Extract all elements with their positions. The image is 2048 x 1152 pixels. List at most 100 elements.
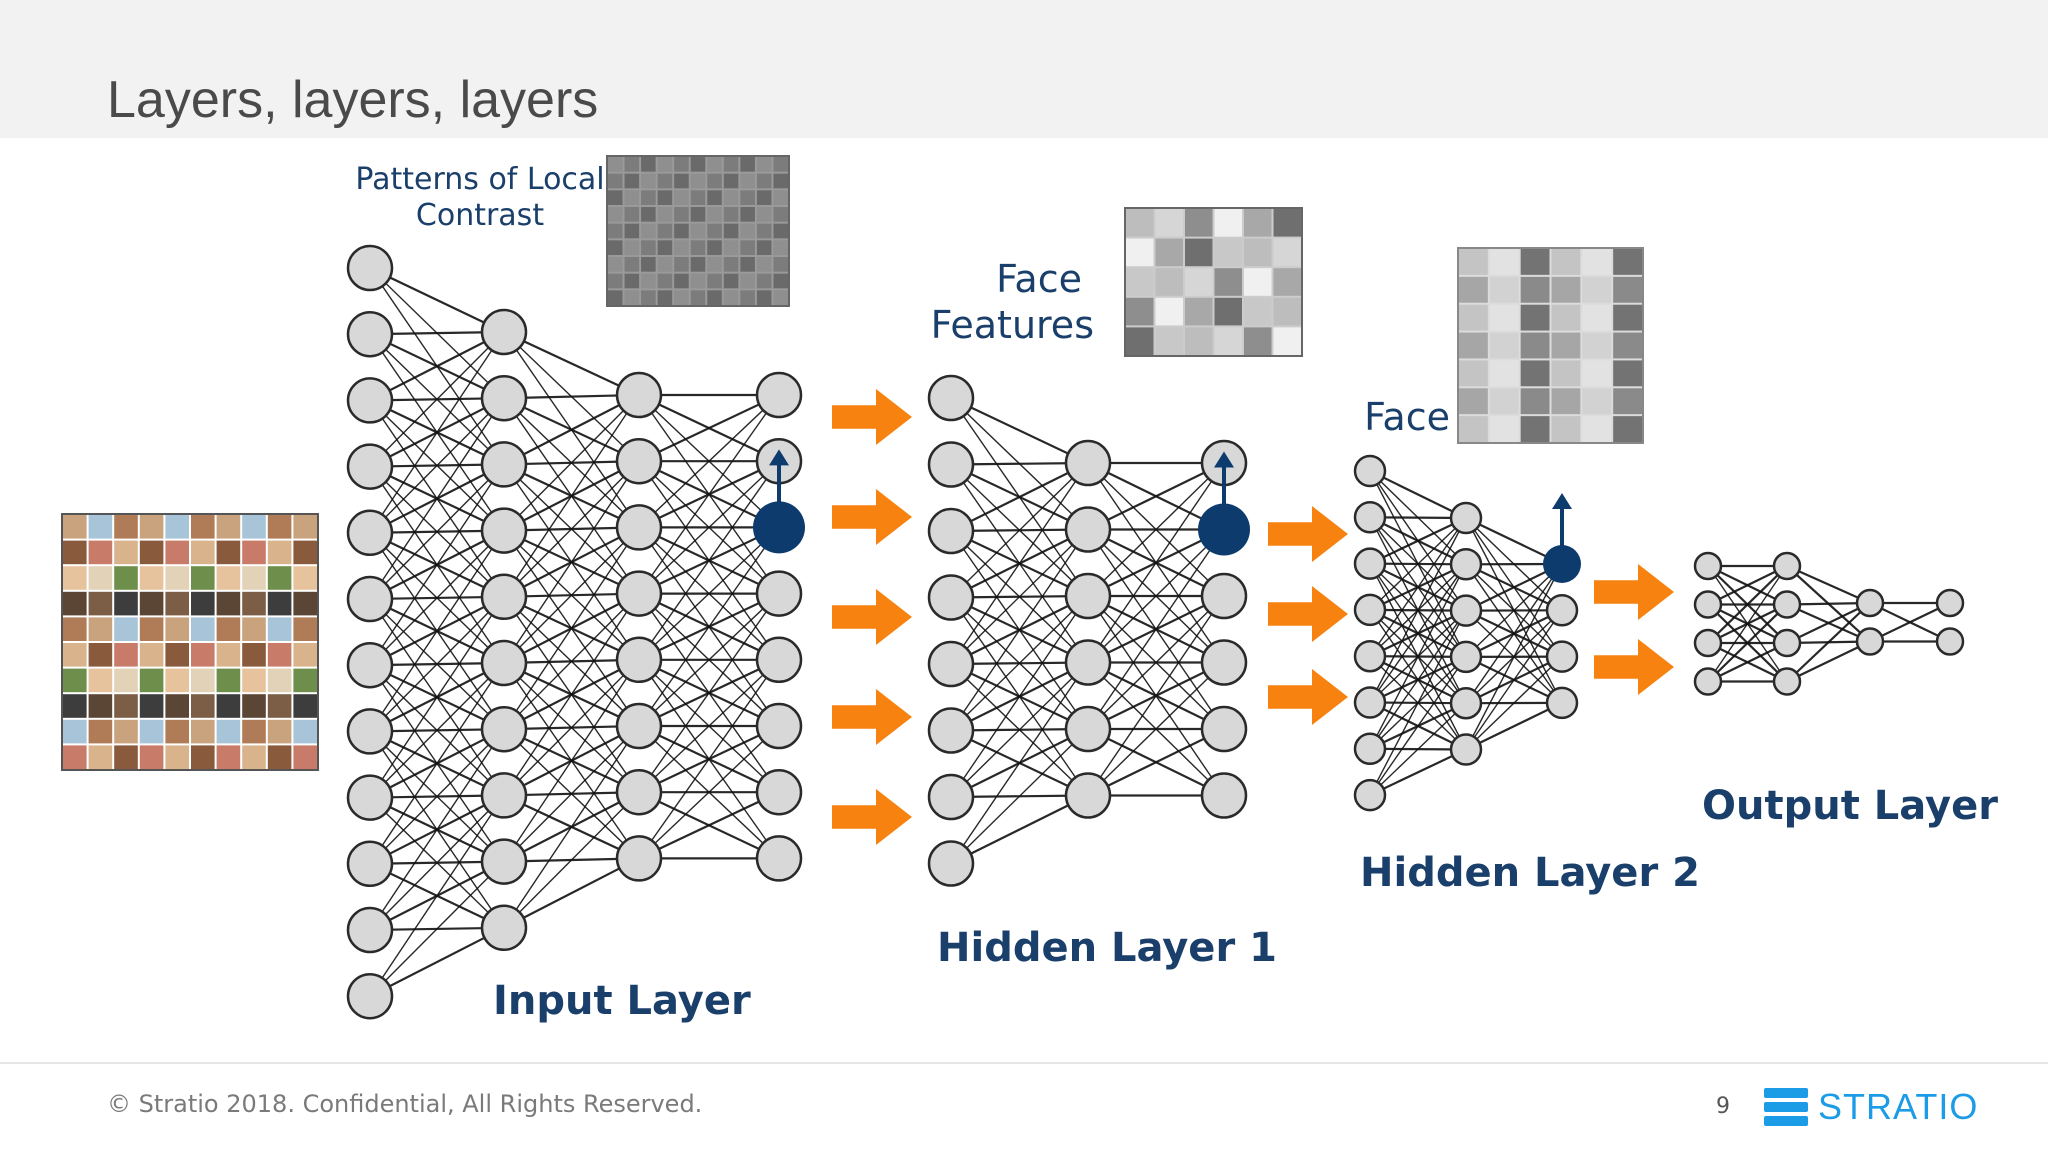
neuron <box>346 641 394 689</box>
image-tile <box>114 719 138 744</box>
image-tile <box>674 207 689 222</box>
neuron <box>1935 627 1965 656</box>
neuron <box>346 443 394 490</box>
image-tile <box>216 617 241 641</box>
face-feature-filters <box>1124 207 1303 357</box>
connection <box>1369 610 1467 750</box>
image-tile <box>165 719 189 744</box>
neuron <box>1353 501 1387 534</box>
image-tile <box>216 591 241 616</box>
connection <box>503 527 640 730</box>
connection <box>950 595 1089 798</box>
neuron <box>480 573 528 621</box>
connection <box>369 728 505 865</box>
neuron <box>480 772 528 819</box>
image-tile <box>657 190 673 205</box>
image-tile <box>293 643 317 667</box>
image-tile <box>139 643 164 667</box>
image-tile <box>723 273 739 289</box>
neuron <box>927 507 975 555</box>
connection <box>369 331 505 468</box>
image-tile <box>756 207 772 222</box>
connection <box>1707 642 1788 683</box>
image-tile <box>216 694 241 718</box>
connection <box>369 397 505 600</box>
connection <box>1465 563 1563 658</box>
image-tile <box>707 273 722 289</box>
image-tile <box>1126 297 1154 326</box>
image-tile <box>1551 332 1581 359</box>
connection <box>503 593 640 730</box>
connection <box>1707 565 1788 644</box>
connection <box>503 460 640 664</box>
neuron <box>615 768 663 816</box>
neuron <box>615 371 663 419</box>
connection <box>503 659 640 796</box>
orange-arrow <box>1594 564 1674 620</box>
orange-arrow <box>832 389 912 445</box>
image-tile <box>191 617 215 641</box>
image-tile <box>690 173 706 189</box>
image-tile <box>165 591 189 616</box>
image-tile <box>267 719 292 744</box>
connection <box>369 728 505 931</box>
image-tile <box>293 668 317 693</box>
image-tile <box>267 591 292 616</box>
connection <box>950 529 1089 731</box>
neuron <box>1353 547 1387 580</box>
image-tile <box>657 223 673 239</box>
connection <box>1707 565 1788 606</box>
connection <box>1786 564 1871 605</box>
image-tile <box>657 257 673 272</box>
neuron <box>346 708 394 755</box>
connection <box>369 530 505 732</box>
image-tile <box>1613 304 1642 331</box>
image-tile <box>1273 297 1301 326</box>
image-tile <box>1459 276 1488 303</box>
orange-arrow <box>1268 506 1348 562</box>
image-tile <box>707 207 722 222</box>
connection <box>369 662 505 865</box>
image-tile <box>1459 304 1488 331</box>
neuron <box>480 639 528 687</box>
footer-divider <box>0 1062 2048 1064</box>
connection <box>1786 602 1871 644</box>
connection <box>638 460 780 595</box>
image-tile <box>608 290 623 305</box>
face-features-label-line2: Features <box>931 303 1094 347</box>
neuron <box>927 441 975 488</box>
connection <box>369 596 505 732</box>
face-features-label-line1: Face <box>996 257 1082 301</box>
connection <box>950 794 1089 865</box>
neuron <box>1353 686 1387 719</box>
image-tile <box>773 240 788 255</box>
image-tile <box>641 273 656 289</box>
image-tile <box>88 515 113 539</box>
image-tile <box>216 745 241 769</box>
stratio-logo: STRATIO <box>1764 1086 1978 1128</box>
connection <box>638 593 780 793</box>
connection <box>1087 595 1225 730</box>
image-tile <box>1185 209 1213 237</box>
image-tile <box>756 223 772 239</box>
image-tile <box>624 207 640 222</box>
connection <box>1369 656 1467 796</box>
connection <box>1369 517 1467 565</box>
image-tile <box>114 515 138 539</box>
image-tile <box>88 540 113 565</box>
image-tile <box>114 591 138 616</box>
image-tile <box>114 668 138 693</box>
image-tile <box>63 745 87 769</box>
neuron <box>927 574 975 621</box>
connection <box>1465 609 1563 750</box>
image-tile <box>657 290 673 305</box>
neuron <box>1693 628 1723 658</box>
neuron <box>927 374 975 422</box>
image-tile <box>657 157 673 172</box>
image-tile <box>608 240 623 255</box>
neuron <box>480 441 528 488</box>
image-tile <box>756 190 772 205</box>
image-tile <box>88 668 113 693</box>
image-tile <box>608 257 623 272</box>
image-tile <box>293 540 317 565</box>
